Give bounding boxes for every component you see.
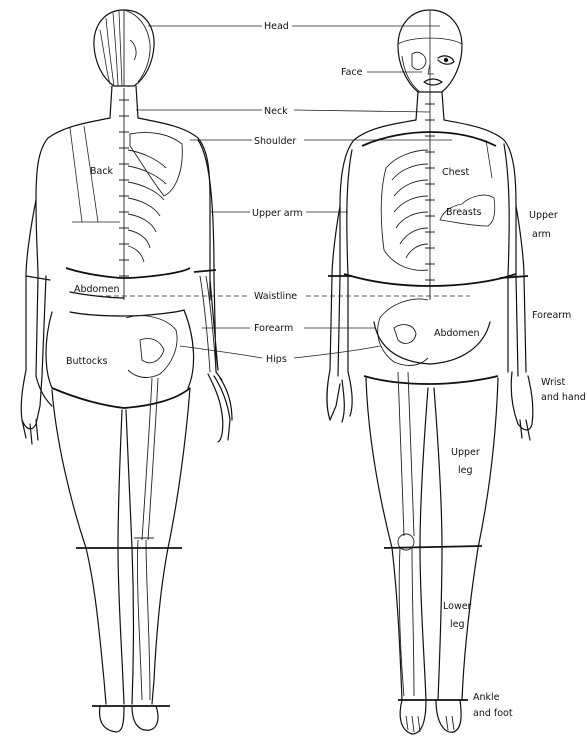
front-view-figure [327, 10, 533, 734]
label-chest: Chest [442, 167, 469, 178]
label-back: Back [90, 166, 114, 177]
label-abdomen-back: Abdomen [74, 284, 120, 295]
label-buttocks: Buttocks [66, 356, 108, 367]
leader-lines [98, 26, 470, 358]
label-wrist-hand-line1: Wrist [541, 377, 565, 388]
label-face: Face [341, 67, 363, 78]
label-ankle-foot-line1: Ankle [473, 692, 500, 703]
label-lower-leg-line2: leg [450, 619, 465, 630]
label-hips: Hips [266, 354, 287, 365]
label-breasts: Breasts [446, 207, 482, 218]
label-head: Head [264, 21, 289, 32]
back-view-figure [21, 10, 232, 732]
label-upper-arm-right-line2: arm [532, 229, 551, 240]
label-lower-leg-line1: Lower [443, 601, 472, 612]
label-waistline: Waistline [254, 291, 297, 302]
label-upper-leg-line2: leg [458, 465, 473, 476]
label-ankle-foot-line2: and foot [473, 708, 513, 719]
label-forearm-center: Forearm [254, 323, 293, 334]
label-forearm-right: Forearm [532, 310, 571, 321]
label-wrist-hand-line2: and hand [541, 392, 586, 403]
label-upper-arm: Upper arm [252, 208, 303, 219]
label-upper-leg-line1: Upper [451, 447, 480, 458]
label-upper-arm-right-line1: Upper [529, 210, 558, 221]
label-shoulder: Shoulder [254, 136, 296, 147]
label-abdomen-front: Abdomen [434, 328, 480, 339]
label-neck: Neck [264, 106, 288, 117]
